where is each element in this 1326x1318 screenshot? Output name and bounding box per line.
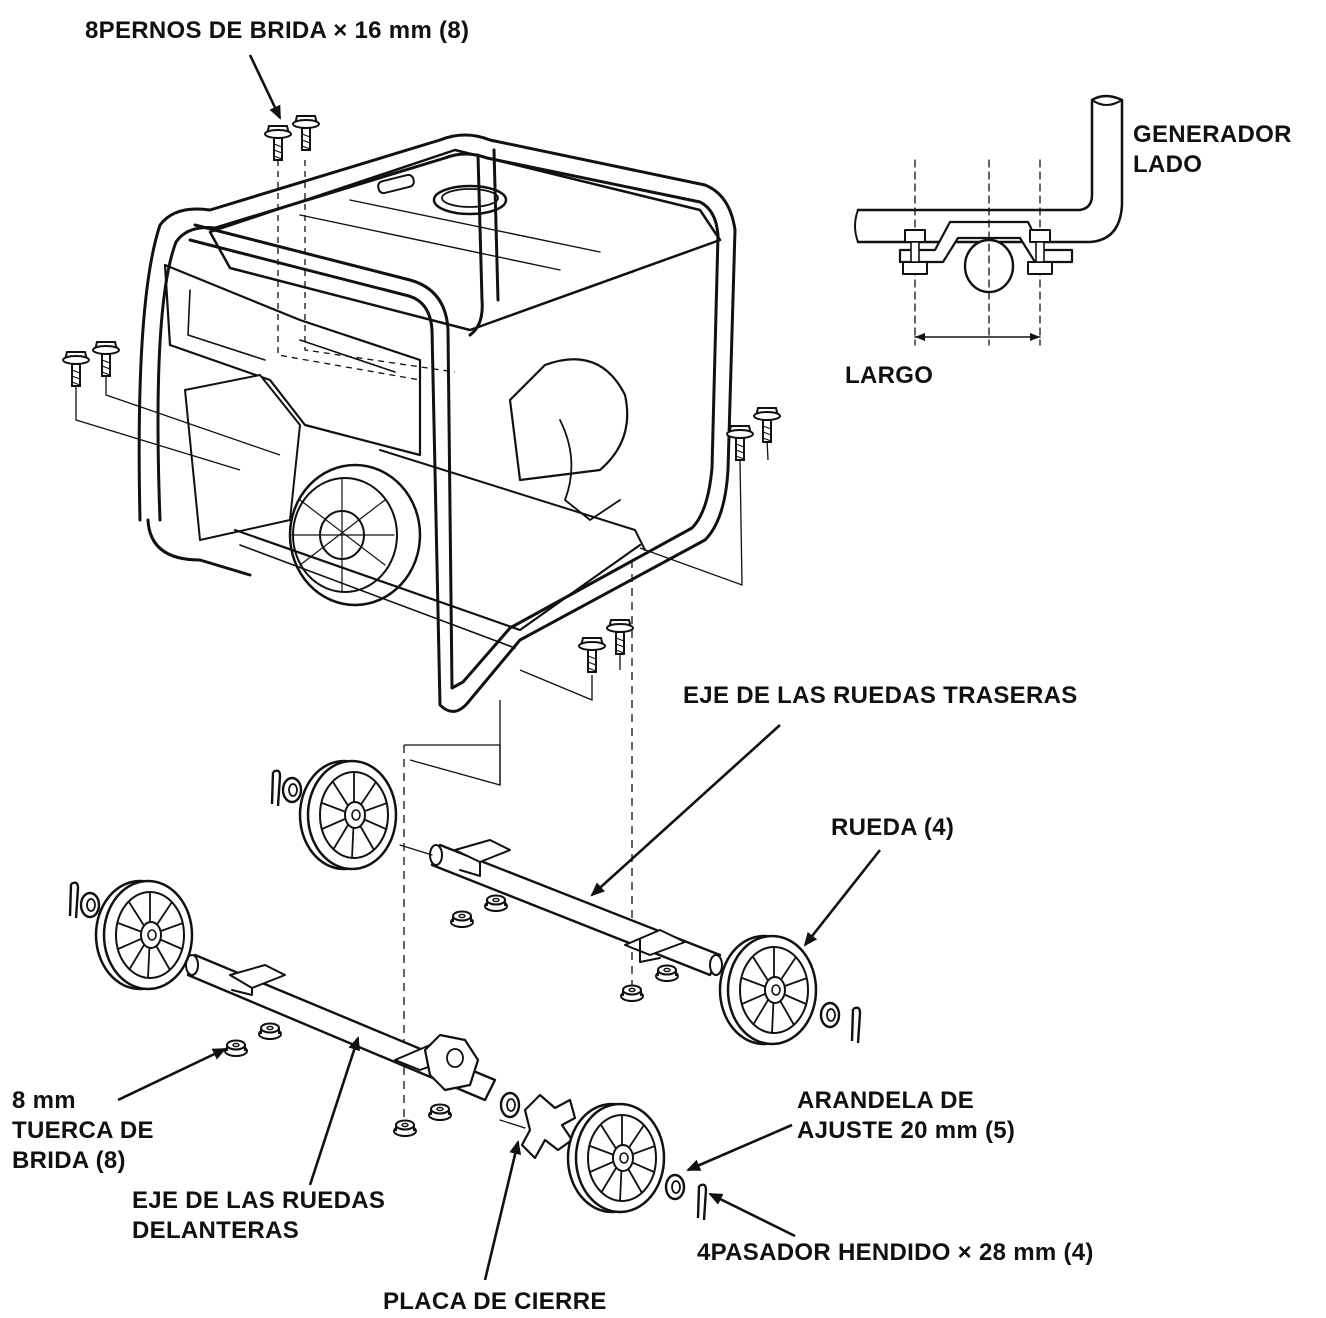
alignment-lines bbox=[75, 160, 769, 1120]
front-axle-assembly bbox=[185, 953, 577, 1160]
leader-arrows bbox=[117, 54, 882, 1281]
washer-label-line1: ARANDELA DE bbox=[797, 1087, 975, 1114]
flange-bolts-label: 8PERNOS DE BRIDA × 16 mm (8) bbox=[85, 17, 470, 44]
flange-nut-label-line1: 8 mm bbox=[12, 1087, 76, 1114]
front-axle-label-line2: DELANTERAS bbox=[132, 1217, 300, 1244]
generator-side-label-line1: GENERADOR bbox=[1133, 121, 1292, 148]
lock-plate-label: PLACA DE CIERRE bbox=[383, 1288, 607, 1315]
flange-nut-label-line3: BRIDA (8) bbox=[12, 1147, 126, 1174]
washer-label-line2: AJUSTE 20 mm (5) bbox=[797, 1117, 1016, 1144]
wheel-label: RUEDA (4) bbox=[831, 814, 955, 841]
generator-frame bbox=[137, 133, 737, 713]
inset-detail bbox=[854, 94, 1124, 346]
front-axle-nuts bbox=[224, 1022, 452, 1137]
generator-side-label-line2: LADO bbox=[1133, 151, 1203, 178]
flange-nut-label-line2: TUERCA DE bbox=[12, 1117, 154, 1144]
rear-axle-assembly bbox=[399, 839, 723, 977]
long-label: LARGO bbox=[845, 362, 934, 389]
cotter-pin-label: 4PASADOR HENDIDO × 28 mm (4) bbox=[697, 1239, 1094, 1266]
front-axle-label-line1: EJE DE LAS RUEDAS bbox=[132, 1187, 386, 1214]
rear-axle-label: EJE DE LAS RUEDAS TRASERAS bbox=[683, 682, 1078, 709]
